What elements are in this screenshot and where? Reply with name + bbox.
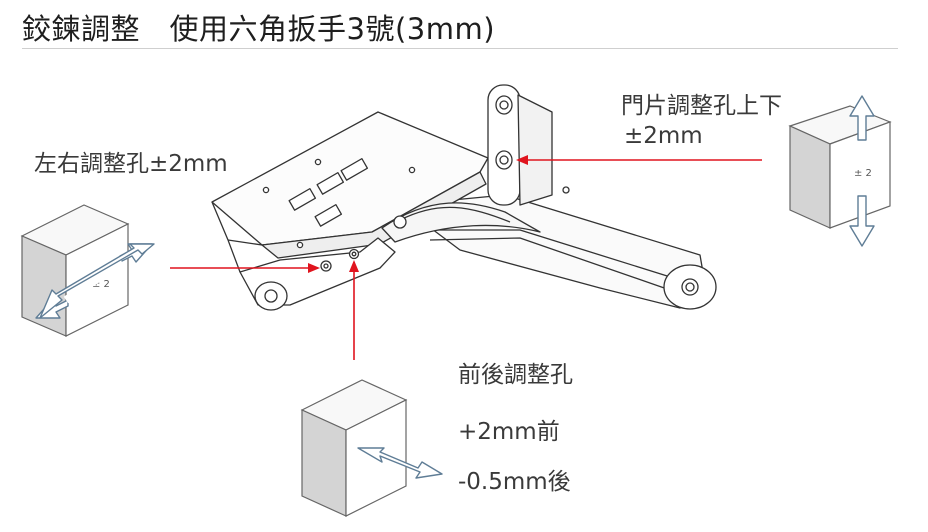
cube-depth bbox=[300, 379, 408, 517]
cube-door bbox=[788, 105, 892, 229]
hinge-illustration bbox=[211, 84, 717, 311]
cube-left-mark: ± 2 bbox=[92, 279, 110, 290]
vertical-double-arrow-icon bbox=[849, 95, 875, 247]
cube-right-mark: ± 2 bbox=[854, 168, 872, 179]
depth-back-label: -0.5mm後 bbox=[458, 469, 571, 495]
door-adjust-label-line1: 門片調整孔上下 bbox=[621, 93, 782, 119]
depth-double-arrow-icon bbox=[357, 447, 443, 479]
lateral-adjust-label: 左右調整孔±2mm bbox=[34, 151, 228, 177]
indicator-arrows bbox=[170, 155, 762, 360]
title-divider bbox=[22, 48, 898, 49]
door-adjust-label-line2: ±2mm bbox=[624, 123, 703, 149]
depth-forward-label: +2mm前 bbox=[458, 419, 560, 445]
lateral-arrow-shaft-icon bbox=[39, 243, 155, 319]
page-title: 鉸鍊調整 使用六角扳手3號(3mm) bbox=[22, 12, 496, 46]
depth-adjust-label: 前後調整孔 bbox=[458, 362, 573, 388]
